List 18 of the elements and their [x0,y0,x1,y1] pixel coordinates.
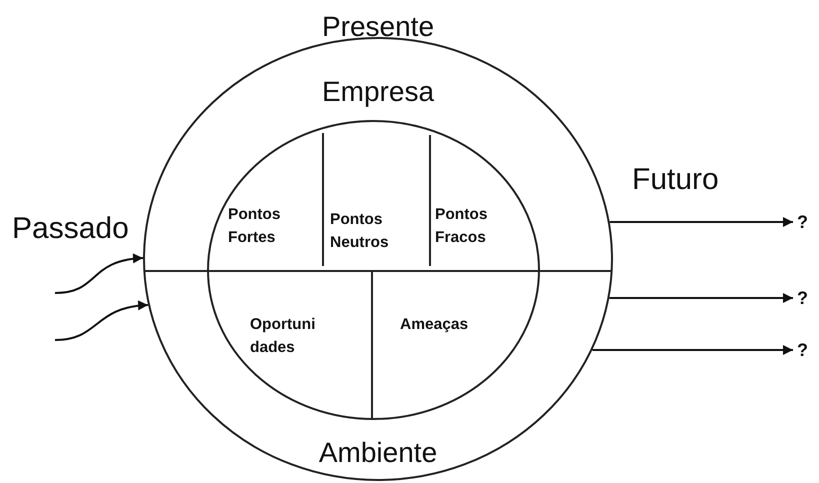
curved-arrow [54,254,144,294]
arrow [609,293,793,303]
curved-arrow [54,300,148,341]
quadrant-label: Pontos Neutros [330,210,390,254]
quadrant-label: Ameaças [400,315,470,335]
time-label: Passado [12,212,129,245]
quadrant-label: Oportuni dades [250,315,316,358]
section-heading: Presente [322,12,434,43]
arrow [592,345,793,355]
arrow [610,217,793,227]
quadrant-label: Pontos Fortes [228,205,282,248]
section-heading: Empresa [322,77,434,108]
outcome-mark: ? [797,287,808,309]
section-heading: Ambiente [318,438,438,469]
outcome-mark: ? [797,339,808,361]
outcome-mark: ? [797,211,808,233]
time-label: Futuro [632,163,719,196]
quadrant-label: Pontos Fracos [435,205,489,248]
